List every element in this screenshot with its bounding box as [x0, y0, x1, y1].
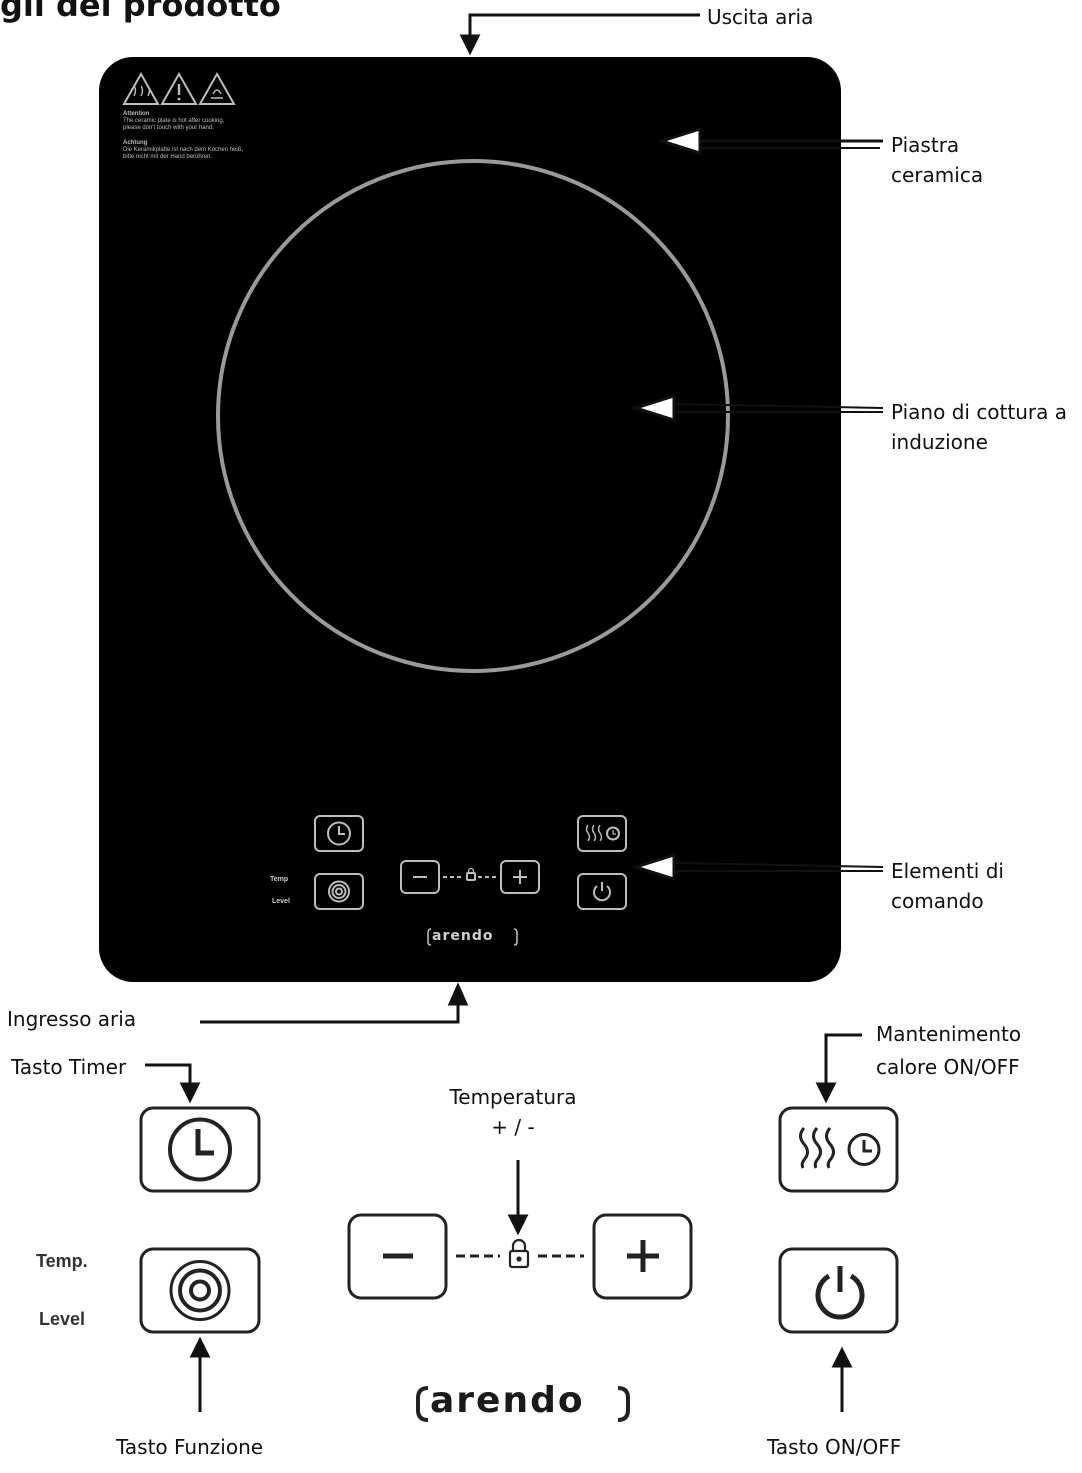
keep-warm-label: Mantenimento — [876, 1022, 1022, 1046]
small-keep-warm-button — [577, 815, 627, 852]
steam-clock-icon — [799, 1127, 881, 1169]
temperature-label: Temperatura — [449, 1085, 577, 1109]
induction-hob-label: Piano di cottura a — [891, 400, 1067, 424]
hob-control-panel — [314, 815, 627, 946]
temperature-label: + / - — [491, 1115, 535, 1139]
induction-hob-label: induzione — [891, 430, 988, 454]
minus-button — [347, 1213, 448, 1300]
small-brand-logo: arendo — [432, 928, 494, 944]
warning-text: please don't touch with your hand. — [123, 125, 214, 131]
air-outlet-label: Uscita aria — [707, 5, 814, 29]
small-timer-button — [314, 815, 364, 852]
ceramic-plate-label: Piastra — [891, 133, 960, 157]
warning-text: Achtung — [123, 140, 148, 146]
warning-triangle-icon — [160, 71, 198, 105]
ceramic-plate-label: ceramica — [891, 163, 984, 187]
small-level-label: Level — [272, 898, 290, 905]
induction-zone-ring — [216, 159, 730, 673]
brand-frame — [416, 1386, 630, 1422]
warning-triangles — [122, 71, 236, 105]
power-icon — [815, 1266, 865, 1320]
small-minus-button — [400, 860, 440, 894]
page-title: gli del prodotto — [0, 0, 281, 24]
clock-icon — [168, 1117, 232, 1182]
hob-body — [99, 57, 841, 982]
warning-text: Attention — [123, 111, 150, 117]
warning-triangle-icon — [198, 71, 236, 105]
annotation-arrows — [145, 13, 884, 1412]
small-plus-button — [500, 860, 540, 894]
lock-icon — [508, 1238, 530, 1269]
controls-label: comando — [891, 889, 984, 913]
warning-text: The ceramic plate is hot after cooking, — [123, 118, 225, 124]
small-function-button — [314, 873, 364, 910]
warning-text: bitte nicht mit der Hand berühren. — [123, 154, 213, 160]
small-temp-label: Temp — [270, 876, 289, 883]
function-button — [139, 1247, 261, 1334]
air-inlet-label: Ingresso aria — [7, 1007, 137, 1031]
plus-button — [592, 1213, 693, 1300]
warning-triangle-icon — [122, 71, 160, 105]
function-key-label: Tasto Funzione — [116, 1435, 264, 1459]
warning-text: Die Keramikplatte ist nach dem Kochen he… — [123, 147, 244, 153]
keep-warm-label: calore ON/OFF — [876, 1055, 1020, 1079]
plus-icon — [627, 1240, 659, 1272]
level-label: Level — [39, 1309, 86, 1329]
on-off-key-label: Tasto ON/OFF — [767, 1435, 902, 1459]
power-button — [778, 1247, 899, 1334]
temp-label: Temp. — [36, 1251, 88, 1271]
large-controls — [139, 1106, 899, 1422]
small-power-button — [577, 873, 627, 910]
timer-key-label: Tasto Timer — [11, 1055, 127, 1079]
concentric-circles-icon — [169, 1260, 231, 1321]
timer-button — [139, 1106, 261, 1193]
keep-warm-button — [778, 1106, 899, 1193]
brand-logo: arendo — [430, 1380, 585, 1421]
controls-label: Elementi di — [891, 859, 1004, 883]
